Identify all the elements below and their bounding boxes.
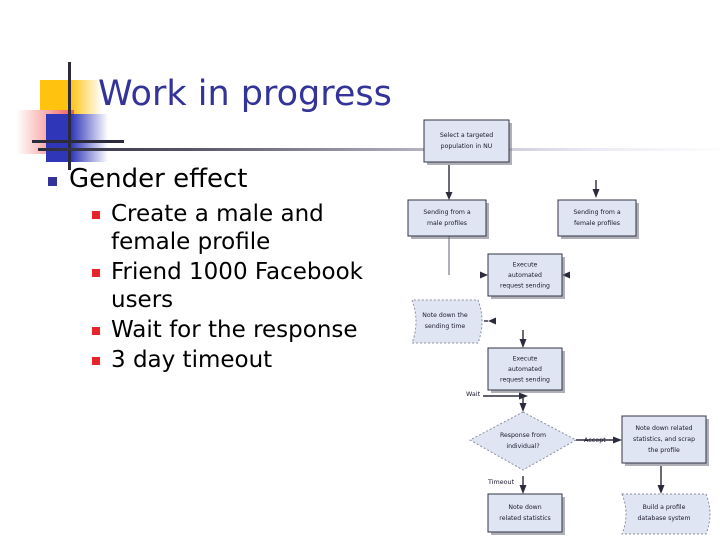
flow-node-note-related-stats: Note down related statistics: [487, 493, 565, 535]
list-item: Wait for the response: [92, 316, 398, 344]
flow-node-text: automated: [508, 272, 542, 279]
bullet-level1-item: Gender effect: [48, 164, 398, 194]
square-bullet-icon: [92, 269, 100, 277]
list-item: Friend 1000 Facebook users: [92, 258, 398, 314]
logo-blue-square: [46, 114, 108, 162]
bullet-content: Gender effect Create a male and female p…: [48, 164, 398, 376]
arrowhead-timeout: [519, 485, 527, 494]
flow-node-text: request sending: [500, 377, 550, 384]
flow-node-text: Note down the: [422, 312, 468, 319]
flow-node-text: automated: [508, 366, 542, 373]
arrowhead-select-to-male: [445, 192, 453, 200]
flow-node-text: related statistics: [499, 515, 550, 522]
list-item: 3 day timeout: [92, 346, 398, 374]
flow-node-text: male profiles: [427, 220, 467, 227]
arrowhead-into-execute-top-right: [562, 271, 570, 279]
flow-node-sending-female: Sending from a female profiles: [557, 199, 639, 239]
bullet-level2-label: Wait for the response: [111, 317, 358, 343]
flow-node-text: female profiles: [574, 220, 620, 227]
flow-node-text: Execute: [513, 356, 538, 363]
arrowhead-scrap-to-database: [657, 485, 665, 494]
square-bullet-icon: [48, 177, 57, 186]
flow-node-text: the profile: [648, 447, 680, 454]
arrowhead-into-execute-top-left: [480, 271, 488, 279]
flow-node-sending-male: Sending from a male profiles: [407, 199, 489, 239]
arrowhead-accept: [613, 436, 622, 444]
bullet-level2-label: Create a male and female profile: [111, 201, 324, 255]
arrowhead-to-decision: [519, 403, 527, 412]
arrowhead-to-execute-bottom: [519, 339, 527, 348]
title-divider: [38, 148, 720, 151]
flow-node-select-population: Select a targeted population in NU: [423, 119, 512, 165]
square-bullet-icon: [92, 327, 100, 335]
flow-node-text: Select a targeted: [440, 132, 493, 139]
square-bullet-icon: [92, 211, 100, 219]
list-item: Create a male and female profile: [92, 200, 398, 256]
flow-node-text: Note down: [508, 504, 541, 511]
flow-node-text: Execute: [513, 262, 538, 269]
arrowhead-into-note-time: [488, 317, 496, 325]
flow-node-note-sending-time: Note down the sending time: [411, 299, 483, 344]
decorative-logo-mark: [8, 62, 124, 170]
logo-vertical-rule: [68, 62, 71, 170]
flow-node-text: population in NU: [441, 143, 493, 150]
flow-node-note-scrap-profile: Note down related statistics, and scrap …: [621, 415, 709, 466]
logo-horizontal-rule: [32, 140, 124, 143]
page-title: Work in progress: [98, 74, 392, 114]
bullet-level1-label: Gender effect: [69, 164, 248, 194]
flow-node-text: individual?: [506, 443, 539, 450]
arrowhead-to-female: [592, 189, 600, 198]
flow-node-text: Response from: [500, 432, 546, 439]
flow-node-text: database system: [637, 515, 690, 522]
flow-node-text: request sending: [500, 283, 550, 290]
edge-label-wait: Wait: [466, 390, 481, 398]
flow-node-text: Note down related: [635, 425, 692, 432]
edge-label-accept: Accept: [584, 436, 606, 444]
flow-node-text: statistics, and scrap: [633, 436, 695, 443]
flow-node-build-database: Build a profile database system: [621, 493, 711, 535]
bullet-level2-label: Friend 1000 Facebook users: [111, 259, 363, 313]
bullet-level2-list: Create a male and female profile Friend …: [92, 200, 398, 374]
flow-node-response-decision: Response from individual?: [468, 411, 578, 471]
flow-node-execute-bottom: Execute automated request sending: [487, 347, 565, 393]
flow-node-execute-top: Execute automated request sending: [487, 253, 565, 299]
flow-node-text: Sending from a: [573, 209, 620, 216]
flow-node-text: Build a profile: [643, 504, 686, 511]
square-bullet-icon: [92, 357, 100, 365]
flowchart-diagram: Select a targeted population in NU Sendi…: [398, 108, 720, 540]
edge-label-timeout: Timeout: [487, 478, 515, 486]
bullet-level2-label: 3 day timeout: [111, 347, 273, 373]
flow-node-text: sending time: [425, 323, 466, 330]
flow-node-text: Sending from a: [423, 209, 470, 216]
